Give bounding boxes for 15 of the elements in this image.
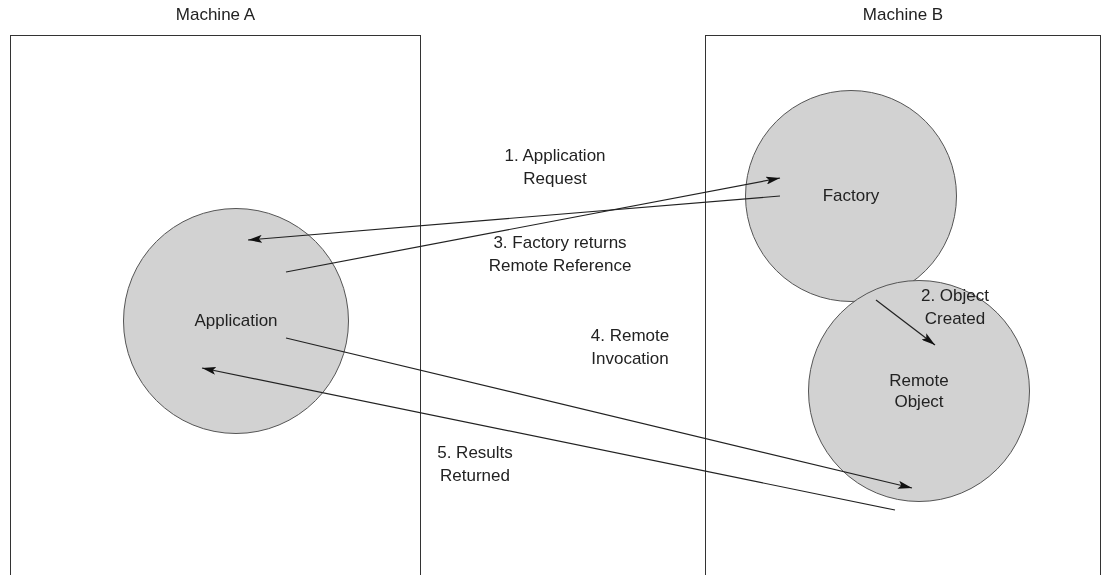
arrow [285, 176, 781, 273]
edge-label: 5. Results Returned [436, 442, 514, 487]
component-label: Factory [822, 185, 880, 207]
machine-heading: Machine A [174, 4, 257, 26]
arrow [285, 337, 913, 489]
machine-heading: Machine B [861, 4, 945, 26]
edge-label: 2. Object Created [919, 285, 990, 330]
component-label: Remote Object [888, 369, 950, 413]
edge-label: 3. Factory returns Remote Reference [487, 232, 633, 277]
component-label: Application [194, 310, 278, 332]
arrow [247, 195, 781, 243]
edge-label: 4. Remote Invocation [589, 325, 671, 370]
edge-label: 1. Application Request [503, 145, 607, 190]
arrow [875, 299, 936, 346]
arrow [201, 366, 896, 511]
